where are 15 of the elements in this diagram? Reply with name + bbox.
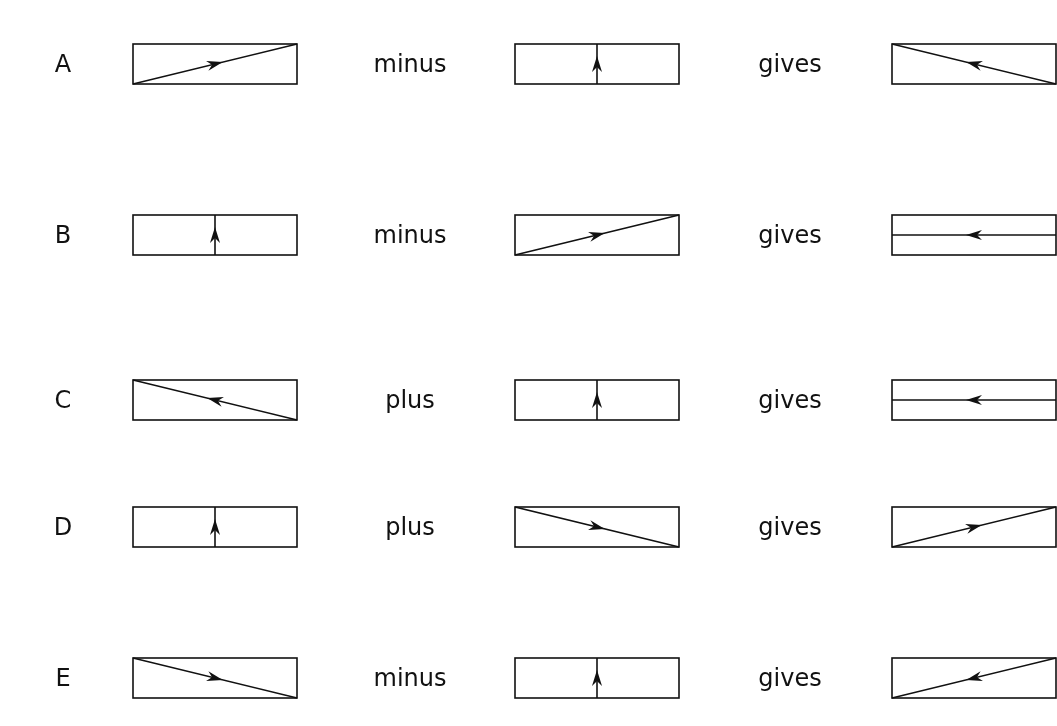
row-letter: C (54, 388, 72, 412)
operator-word: gives (758, 515, 822, 539)
operator-word: gives (758, 52, 822, 76)
operator-word: minus (373, 223, 447, 247)
operator-word: minus (373, 666, 447, 690)
operator-word: gives (758, 666, 822, 690)
operator-word: gives (758, 388, 822, 412)
operator-word: plus (385, 388, 435, 412)
operator-word: gives (758, 223, 822, 247)
row-letter: A (54, 52, 72, 76)
operator-word: plus (385, 515, 435, 539)
operator-word: minus (373, 52, 447, 76)
row-letter: E (55, 666, 71, 690)
row-letter: B (54, 223, 72, 247)
row-letter: D (53, 515, 73, 539)
